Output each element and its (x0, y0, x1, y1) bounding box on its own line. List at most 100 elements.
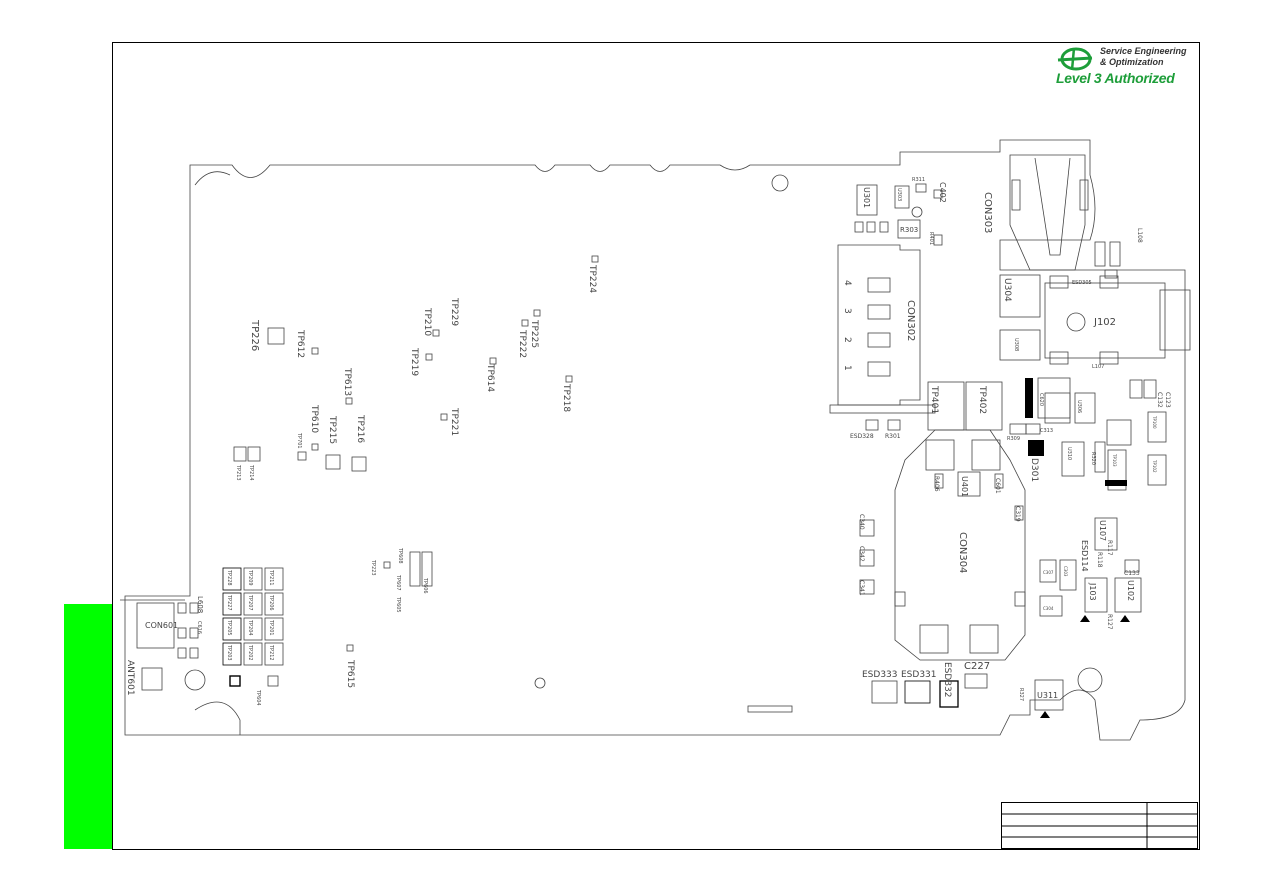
label-j103: J103 (1088, 582, 1097, 601)
hole-left (184, 669, 206, 691)
label-tp223: TP223 (370, 559, 376, 576)
label-tp211: TP211 (268, 569, 274, 586)
label-esd328: ESD328 (850, 433, 874, 440)
label-tp227: TP227 (226, 594, 232, 611)
label-c307: C307 (1043, 570, 1054, 575)
label-c342: C342 (858, 546, 865, 562)
hole-top (771, 174, 789, 192)
label-c123: C123 (1164, 392, 1171, 408)
label-c303: C303 (1063, 566, 1068, 577)
label-tp204: TP204 (247, 619, 253, 636)
board-outline (124, 139, 1186, 741)
drawing-frame (112, 42, 1200, 850)
logo-line1: Service Engineering (1100, 46, 1187, 56)
label-tp610: TP610 (309, 404, 319, 433)
label-tp203: TP203 (226, 644, 232, 661)
hole-bottom (534, 677, 546, 689)
label-tp402: TP402 (977, 385, 987, 414)
label-d301: D301 (1029, 458, 1039, 482)
label-tp615: TP615 (345, 659, 355, 688)
label-u304: U304 (1002, 278, 1012, 302)
label-r301: R301 (885, 433, 901, 440)
label-c402: C402 (938, 182, 947, 203)
label-tp205: TP205 (226, 619, 232, 636)
label-con302-pin1: 1 (842, 365, 852, 371)
label-con302: CON302 (905, 300, 916, 341)
logo-line2: & Optimization (1100, 57, 1164, 67)
label-l608: L608 (196, 596, 204, 613)
label-tp210: TP210 (422, 307, 432, 336)
title-block (1001, 802, 1198, 849)
label-tp213: TP213 (235, 464, 241, 481)
label-l107: L107 (1092, 364, 1104, 370)
label-tp225: TP225 (529, 319, 539, 348)
label-tp613: TP613 (342, 367, 352, 396)
label-con302-pin3: 3 (842, 308, 852, 314)
label-tp224: TP224 (587, 264, 597, 293)
label-u301: U301 (862, 187, 871, 208)
label-tp701: TP701 (296, 432, 302, 449)
label-r309: R309 (1007, 436, 1020, 442)
label-esd114: ESD114 (1080, 540, 1089, 572)
label-con303: CON303 (982, 192, 993, 233)
label-u308: U308 (1013, 338, 1019, 351)
label-r118: R118 (1096, 552, 1103, 568)
label-tp226: TP226 (249, 319, 260, 351)
label-tp102: TP102 (1152, 459, 1157, 473)
label-tp219: TP219 (409, 347, 419, 376)
label-tp607: TP607 (395, 574, 401, 591)
label-u303: U303 (896, 188, 902, 201)
label-tp614: TP614 (485, 363, 495, 392)
label-esd332: ESD332 (942, 662, 952, 698)
label-tp206: TP206 (268, 594, 274, 611)
con601-outline (136, 602, 175, 649)
label-r117: R117 (1106, 540, 1113, 556)
logo: Service Engineering & Optimization Level… (1054, 44, 1194, 90)
label-con304: CON304 (957, 532, 968, 573)
label-c133: C133 (1124, 570, 1140, 577)
u304-outline (999, 274, 1041, 318)
label-tp215: TP215 (327, 415, 337, 444)
label-r327: R327 (1018, 688, 1024, 701)
label-u311: U311 (1037, 691, 1058, 700)
label-l108: L108 (1136, 228, 1143, 243)
label-u310: U310 (1066, 447, 1072, 460)
label-tp209: TP209 (247, 569, 253, 586)
label-tp103: TP103 (1112, 453, 1117, 467)
label-r303: R303 (900, 226, 918, 234)
label-r127: R127 (1106, 614, 1113, 630)
label-c341: C341 (858, 580, 865, 596)
label-tp221: TP221 (449, 407, 459, 436)
label-esd331: ESD331 (901, 670, 937, 680)
label-u401: U401 (960, 476, 969, 497)
label-r406: R406 (933, 476, 940, 492)
label-tp608: TP608 (397, 547, 403, 564)
label-tp401: TP401 (929, 385, 939, 414)
label-tp222: TP222 (517, 329, 527, 358)
label-con302-pin2: 2 (842, 337, 852, 343)
label-con302-pin4: 4 (842, 280, 852, 286)
label-ant601: ANT601 (125, 660, 135, 696)
label-c304: C304 (1043, 606, 1054, 611)
logo-level3: Level 3 Authorized (1056, 70, 1175, 86)
label-u306: U306 (1076, 400, 1082, 413)
label-tp214: TP214 (248, 464, 254, 481)
label-r311: R311 (912, 177, 925, 183)
label-tp229: TP229 (449, 297, 459, 326)
label-tp218: TP218 (561, 383, 571, 412)
j102-outline (1044, 282, 1166, 359)
label-tp201: TP201 (268, 619, 274, 636)
label-c319: C319 (1014, 506, 1021, 522)
con304-outline (894, 429, 1026, 661)
label-c601: C601 (994, 478, 1001, 494)
label-tp612: TP612 (295, 329, 305, 358)
label-tp606: TP606 (422, 577, 428, 594)
globe-logo-icon (1057, 47, 1093, 71)
label-tp207: TP207 (247, 594, 253, 611)
label-tp216: TP216 (355, 414, 365, 443)
board-bottom-notch (194, 701, 241, 735)
green-sidebar-tab (64, 604, 112, 849)
label-c132: C132 (1156, 392, 1163, 408)
label-tp100: TP100 (1152, 415, 1157, 429)
